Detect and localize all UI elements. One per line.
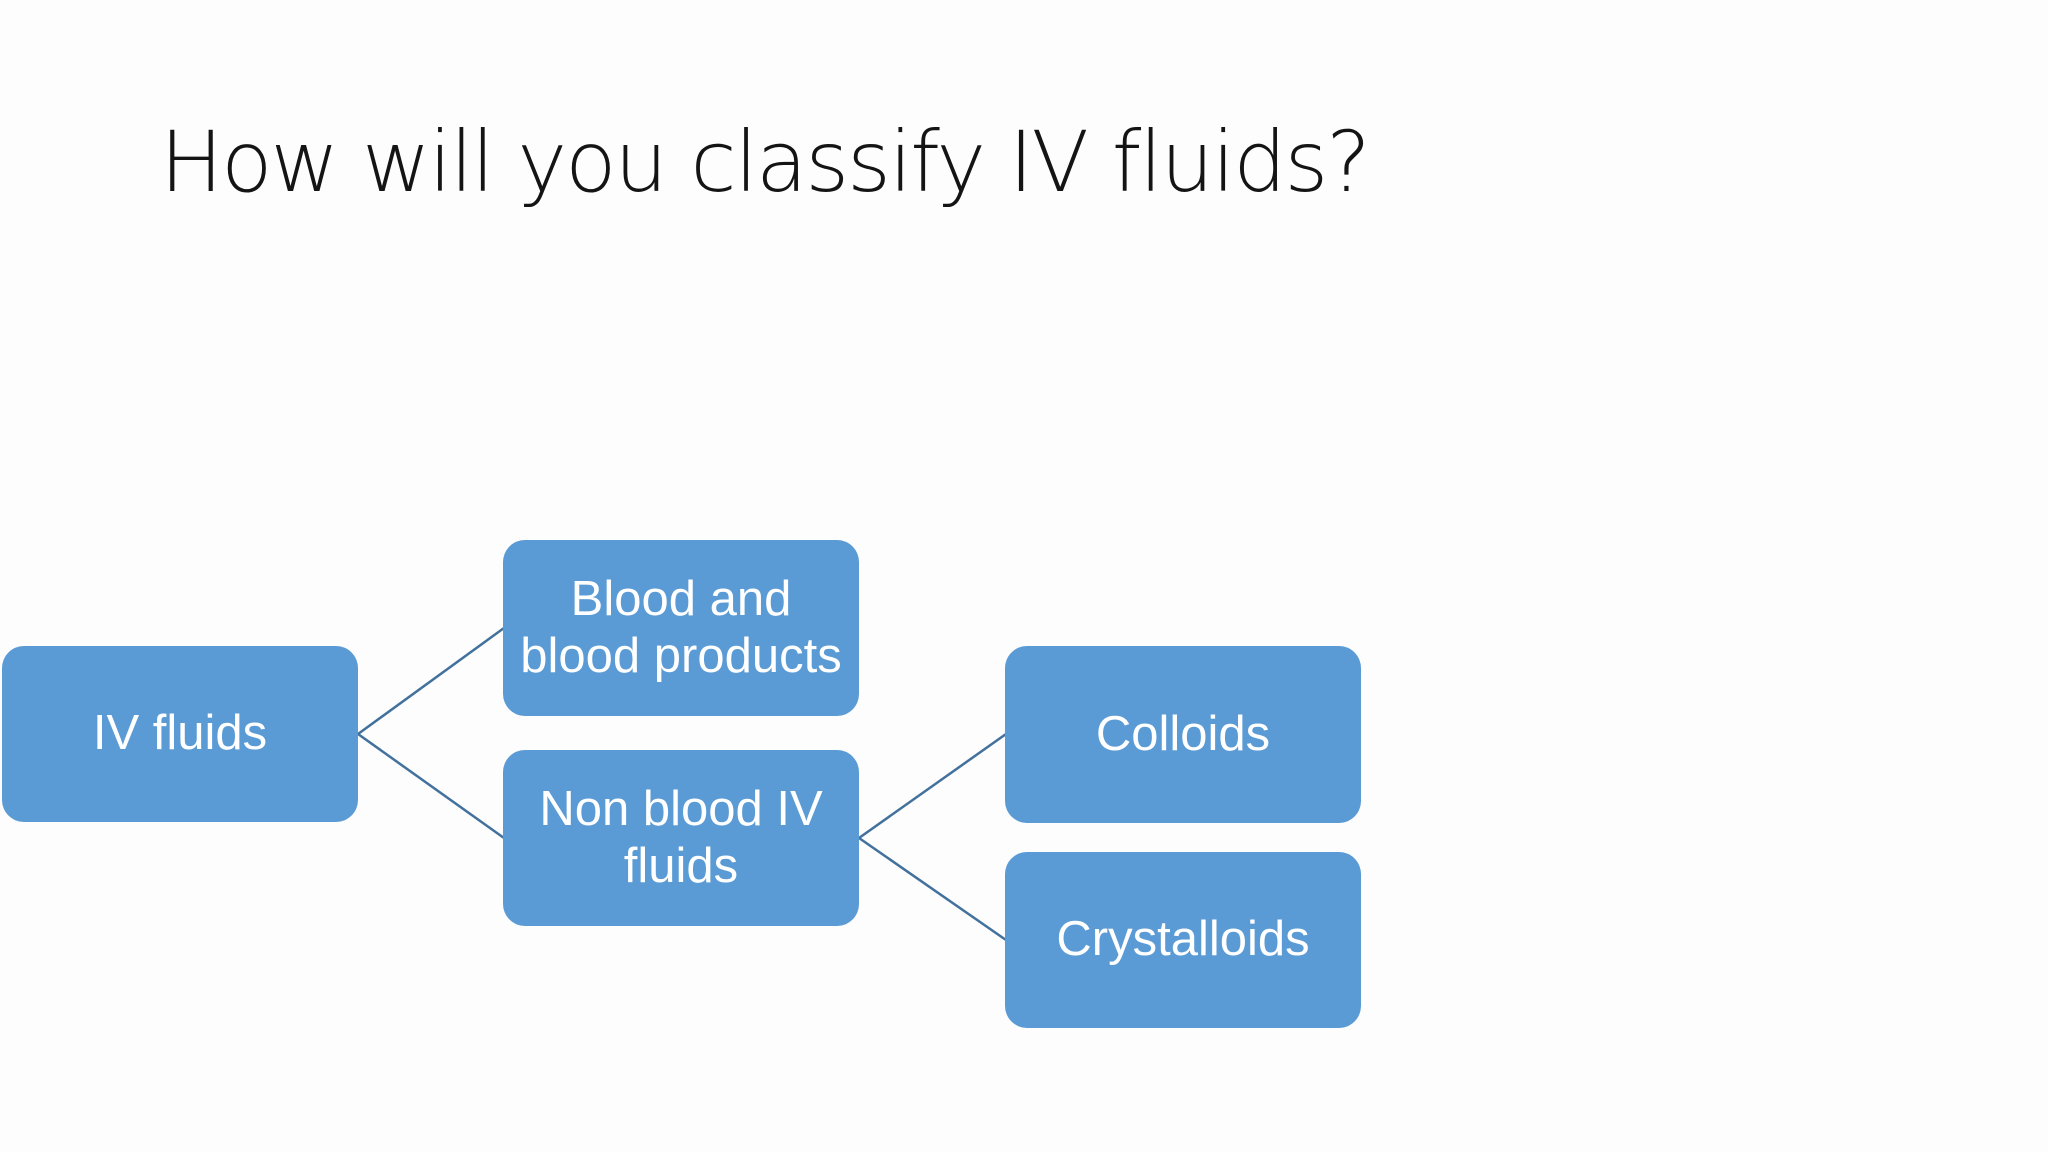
slide-title: How will you classify IV fluids?	[160, 113, 1371, 211]
node-label: Crystalloids	[1056, 912, 1310, 967]
diagram-node-crystalloids: Crystalloids	[1005, 852, 1361, 1028]
node-label: IV fluids	[92, 706, 268, 761]
node-label: Colloids	[1095, 706, 1271, 761]
diagram-node-blood-and-blood-products: Blood and blood products	[503, 540, 859, 716]
node-label: Blood and blood products	[520, 571, 842, 683]
node-label: Non blood IV fluids	[539, 781, 823, 893]
diagram-node-iv-fluids: IV fluids	[2, 646, 358, 822]
connector-edge-ivfluids-blood	[357, 626, 505, 736]
diagram-node-non-blood-iv-fluids: Non blood IV fluids	[503, 750, 859, 926]
connector-edge-ivfluids-nonblood	[357, 732, 505, 840]
connector-edge-nonblood-colloids	[858, 732, 1007, 840]
diagram-node-colloids: Colloids	[1005, 646, 1361, 823]
connector-edge-nonblood-crystalloids	[858, 836, 1007, 942]
